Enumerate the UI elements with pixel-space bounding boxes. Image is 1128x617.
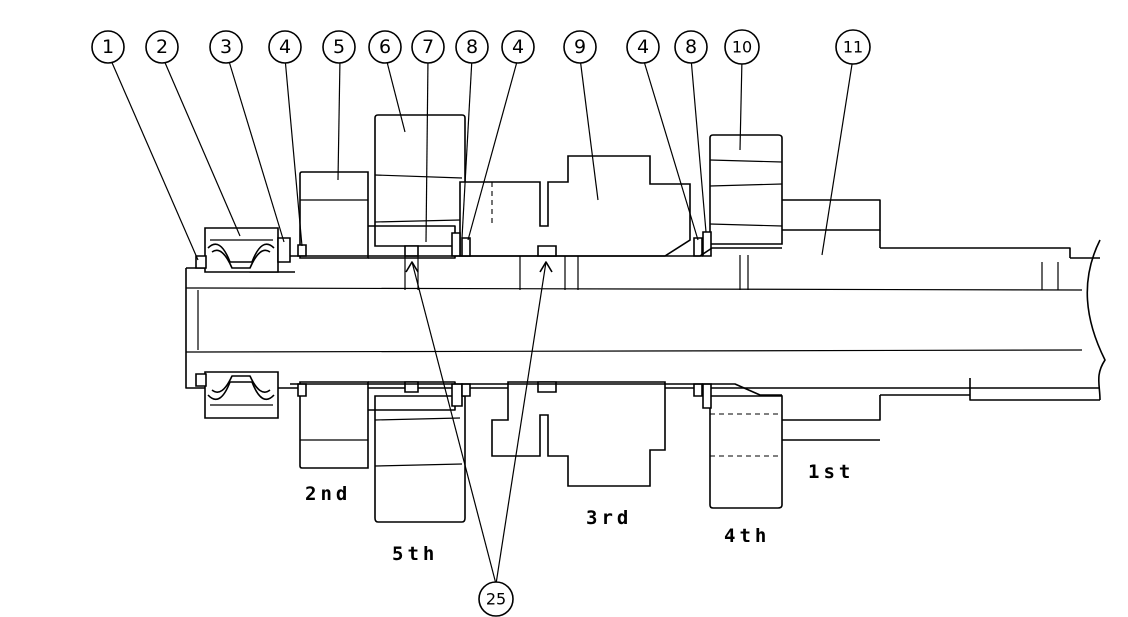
callout-9: 9 <box>563 30 597 64</box>
callout-4b: 4 <box>501 30 535 64</box>
svg-text:25: 25 <box>486 590 506 609</box>
svg-text:3: 3 <box>220 36 232 58</box>
callout-25: 25 <box>478 581 514 617</box>
snap-ring-lower <box>195 373 207 387</box>
svg-text:10: 10 <box>732 38 752 57</box>
snap-ring-upper <box>195 255 207 269</box>
svg-text:8: 8 <box>685 36 697 58</box>
svg-text:2: 2 <box>156 36 168 58</box>
svg-text:4: 4 <box>512 36 524 58</box>
callout-5: 5 <box>322 30 356 64</box>
callout-8b: 8 <box>674 30 708 64</box>
bearing-lower <box>204 371 279 419</box>
svg-text:4: 4 <box>637 36 649 58</box>
label-4th: 4th <box>724 525 770 547</box>
leader-lines <box>109 57 854 585</box>
gear-5th <box>368 114 466 523</box>
label-3rd: 3rd <box>586 507 632 529</box>
callout-11: 11 <box>835 29 871 65</box>
svg-text:1: 1 <box>102 36 114 58</box>
spacers <box>297 231 712 409</box>
svg-text:9: 9 <box>574 36 586 58</box>
svg-text:8: 8 <box>466 36 478 58</box>
callout-1: 1 <box>91 30 125 64</box>
gear-4th <box>709 134 783 509</box>
callout-8a: 8 <box>455 30 489 64</box>
callout-7: 7 <box>411 30 445 64</box>
svg-text:7: 7 <box>422 36 434 58</box>
callout-3: 3 <box>209 30 243 64</box>
gear-3rd <box>459 155 691 487</box>
callout-2: 2 <box>145 30 179 64</box>
callout-6: 6 <box>368 30 402 64</box>
callout-4a: 4 <box>268 30 302 64</box>
svg-text:6: 6 <box>379 36 391 58</box>
svg-text:11: 11 <box>843 38 863 57</box>
collar-3 <box>277 237 291 263</box>
label-2nd: 2nd <box>305 483 351 505</box>
svg-text:5: 5 <box>333 36 345 58</box>
svg-text:4: 4 <box>279 36 291 58</box>
gear-2nd <box>299 171 369 469</box>
label-1st: 1st <box>808 461 854 483</box>
bearing-upper <box>204 227 279 273</box>
main-shaft <box>185 199 1106 441</box>
label-5th: 5th <box>392 543 438 565</box>
callout-4c: 4 <box>626 30 660 64</box>
bushing-7 <box>404 245 419 257</box>
callout-10: 10 <box>724 29 760 65</box>
